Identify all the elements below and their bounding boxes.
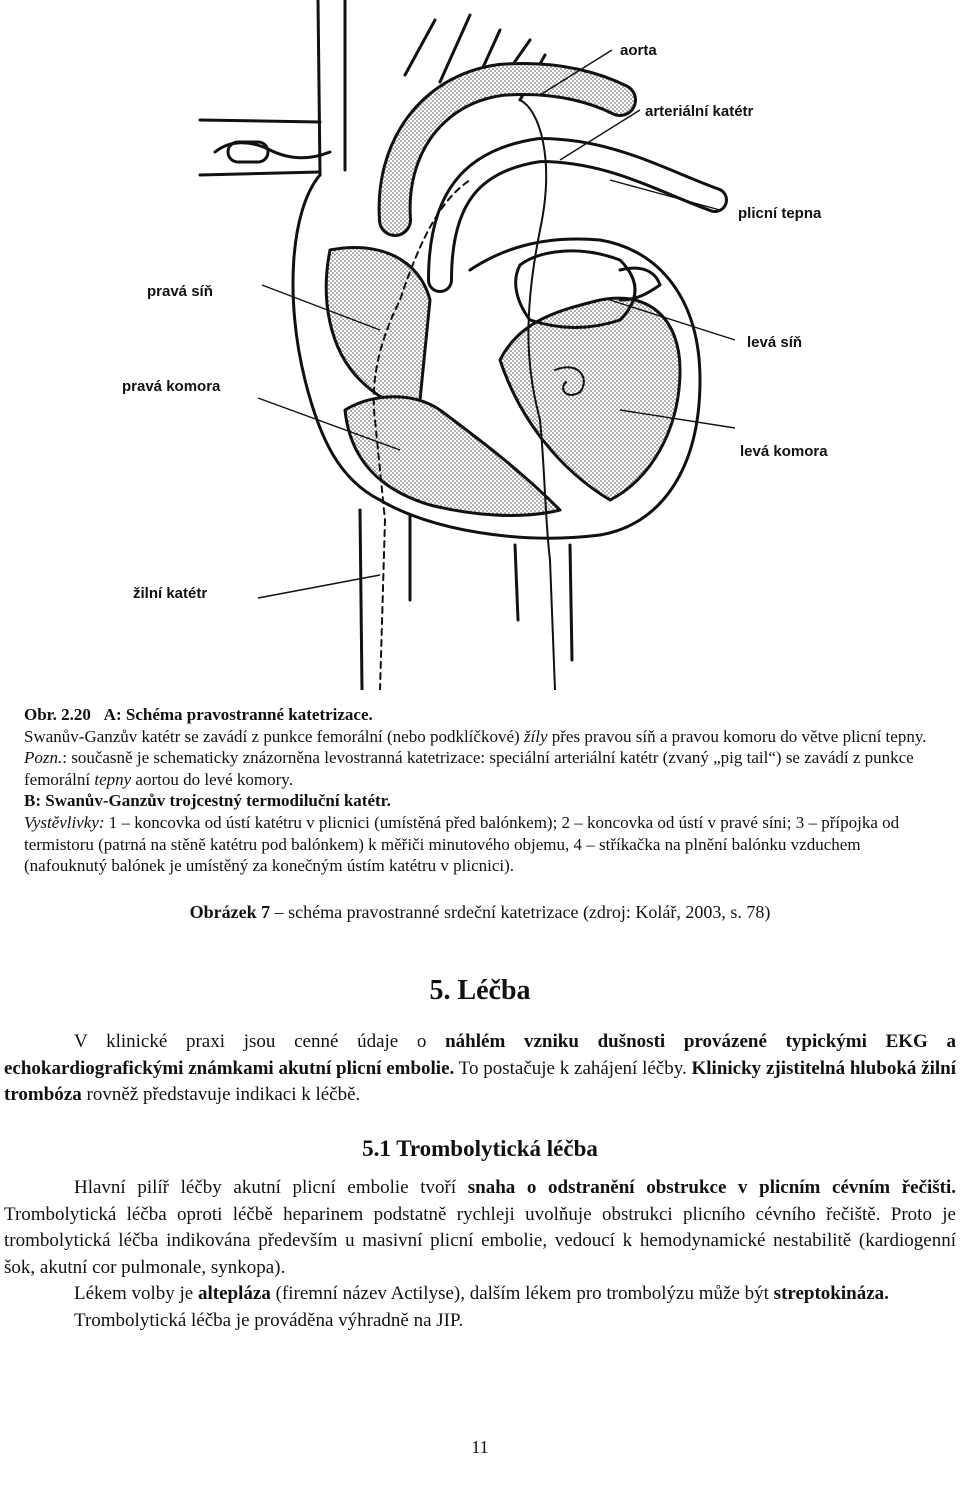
image-caption: Obrázek 7 – schéma pravostranné srdeční … (0, 902, 960, 923)
section-title: 5. Léčba (429, 975, 531, 1006)
text: rovněž představuje indikaci k léčbě. (81, 1084, 361, 1105)
left-ventricle (498, 296, 682, 502)
heart-outline (291, 173, 702, 540)
caption-text: : současně je schematicky znázorněna lev… (24, 748, 914, 789)
text: To postačuje k zahájení léčby. (454, 1057, 692, 1079)
text: Trombolytická léčba oproti léčbě heparin… (4, 1203, 956, 1278)
label-aorta: aorta (620, 42, 657, 59)
descending-aorta (513, 543, 574, 662)
legend-label: Vystěvlivky: (24, 812, 105, 832)
superior-vena-cava (316, 0, 347, 177)
subsection-body: Hlavní pilíř léčby akutní plicní embolie… (4, 1175, 956, 1334)
left-atrium-vessel (618, 266, 662, 302)
caption-italic: tepny (94, 769, 132, 789)
page-number: 11 (471, 1437, 489, 1457)
pigtail-loop (554, 366, 585, 396)
label-venous-catheter: žilní katétr (133, 585, 207, 602)
legend-text: 1 – koncovka od ústí katétru v plicnici … (24, 812, 900, 876)
bold-text: snaha o odstranění obstrukce v plicním c… (467, 1177, 956, 1198)
image-caption-label: Obrázek 7 (189, 902, 271, 922)
figure-caption: Obr. 2.20 A: Schéma pravostranné katetri… (24, 704, 942, 877)
text: V klinické praxi jsou cenné údaje o (74, 1031, 446, 1052)
label-left-ventricle: levá komora (740, 443, 828, 460)
caption-text: aortou do levé komory. (131, 769, 293, 789)
subsection-title: 5.1 Trombolytická léčba (362, 1136, 598, 1161)
bold-text: streptokináza. (773, 1283, 889, 1304)
text: Hlavní pilíř léčby akutní plicní embolie… (74, 1177, 468, 1198)
paragraph: Trombolytická léčba je prováděna výhradn… (74, 1309, 464, 1331)
bold-text: náhlém vzniku dušnosti provázené typický… (4, 1031, 956, 1079)
heart-catheterization-diagram: aorta arteriální katétr plicní tepna pra… (122, 0, 828, 690)
figure-title-b: B: Swanův-Ganzův trojcestný termodiluční… (24, 791, 391, 811)
caption-text: přes pravou síň a pravou komoru do větve… (547, 726, 927, 746)
left-atrium (514, 249, 637, 329)
right-atrium (324, 245, 432, 406)
arterial-catheter (519, 99, 556, 690)
caption-note-label: Pozn. (24, 748, 63, 768)
figure-caption-line-1: Obr. 2.20 A: Schéma pravostranné katetri… (24, 704, 942, 726)
image-caption-text: – schéma pravostranné srdeční katetrizac… (270, 902, 771, 922)
paragraph: V klinické praxi jsou cenné údaje o náhl… (4, 1029, 956, 1109)
figure-number: Obr. 2.20 (24, 705, 91, 724)
text: Lékem volby je (74, 1283, 198, 1304)
label-right-atrium: pravá síň (147, 283, 213, 300)
paragraph: Hlavní pilíř léčby akutní plicní embolie… (4, 1175, 956, 1281)
caption-text: Swanův-Ganzův katétr se zavádí z punkce … (24, 726, 524, 746)
bold-text: Klinicky zjistitelná hluboká žilní tromb… (4, 1057, 957, 1106)
figure-title-a: A: Schéma pravostranné katetrizace. (103, 705, 373, 724)
label-right-ventricle: pravá komora (122, 378, 221, 395)
figure-legend: Vystěvlivky: 1 – koncovka od ústí katétr… (24, 812, 942, 877)
caption-italic: žíly (523, 726, 548, 746)
label-pulmonary-artery: plicní tepna (738, 205, 822, 222)
side-vessel (198, 118, 322, 177)
bold-text: altepláza (198, 1283, 271, 1304)
figure-caption-text: Swanův-Ganzův katétr se zavádí z punkce … (24, 726, 942, 791)
aortic-branches (403, 13, 547, 102)
paragraph: Lékem volby je altepláza (firemní název … (4, 1281, 956, 1308)
section-body: V klinické praxi jsou cenné údaje o náhl… (4, 1029, 956, 1109)
venous-catheter (372, 179, 471, 690)
label-left-atrium: levá síň (747, 334, 802, 351)
text: (firemní název Actilyse), dalším lékem p… (270, 1283, 774, 1304)
catheter-hub-body (226, 140, 270, 164)
label-arterial-catheter: arteriální katétr (645, 103, 754, 120)
right-ventricle (343, 395, 562, 517)
inferior-vena-cava (358, 508, 412, 690)
